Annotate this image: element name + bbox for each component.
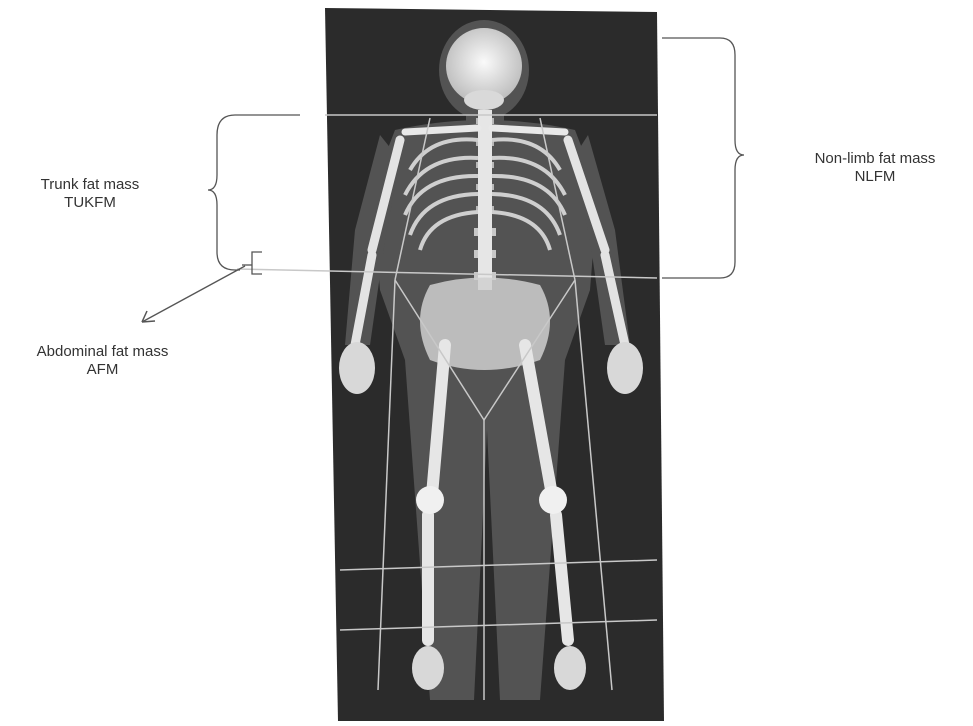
nonlimb-label-line1: Non-limb fat mass — [780, 150, 970, 168]
abdominal-label-line1: Abdominal fat mass — [0, 343, 205, 361]
trunk-bracket — [208, 115, 300, 270]
trunk-label-line1: Trunk fat mass — [10, 176, 170, 194]
abdominal-fat-mass-label: Abdominal fat mass AFM — [0, 343, 205, 379]
non-limb-fat-mass-label: Non-limb fat mass NLFM — [780, 150, 970, 186]
abdominal-arrow — [142, 266, 245, 322]
abdominal-bracket — [252, 252, 262, 274]
abdominal-label-line2: AFM — [0, 361, 205, 379]
nonlimb-bracket — [662, 38, 744, 278]
trunk-label-line2: TUKFM — [10, 194, 170, 212]
trunk-fat-mass-label: Trunk fat mass TUKFM — [10, 176, 170, 212]
nonlimb-label-line2: NLFM — [780, 168, 970, 186]
jaw — [464, 90, 504, 110]
